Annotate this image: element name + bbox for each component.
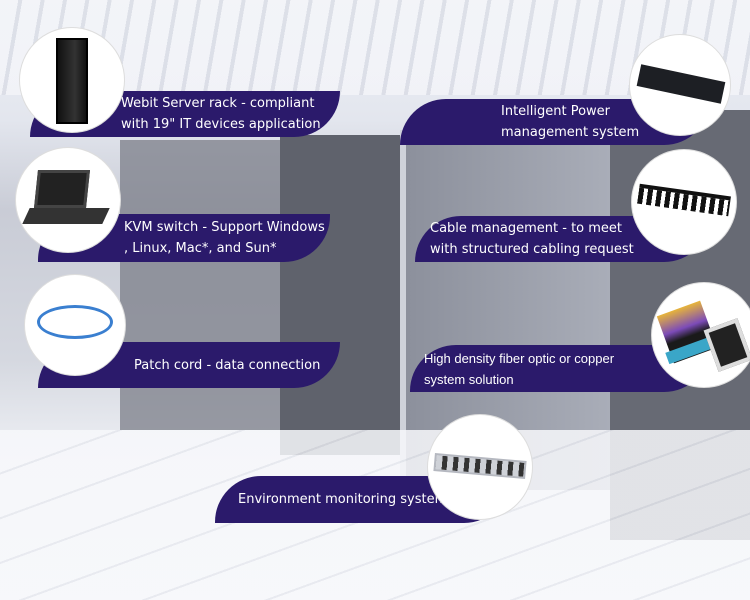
label-line: Environment monitoring system: [238, 492, 448, 507]
label-line: High density fiber optic or copper: [424, 350, 615, 366]
ceiling-tray: [0, 0, 750, 95]
kvm-switch-icon: [16, 148, 120, 252]
cable-manager-icon: [632, 150, 736, 254]
label-line: Patch cord - data connection: [134, 357, 321, 373]
rack-door: [280, 135, 400, 455]
label-line: KVM switch - Support Windows: [124, 220, 325, 235]
server-rack-icon: [20, 28, 124, 132]
label-line: system solution: [424, 371, 514, 387]
label-line: , Linux, Mac*, and Sun*: [124, 241, 277, 256]
power-unit-icon: [630, 35, 730, 135]
monitoring-unit-icon: [428, 415, 532, 519]
label-line: management system: [501, 125, 640, 140]
label-line: Webit Server rack - compliant: [121, 96, 315, 111]
label-line: Cable management - to meet: [430, 221, 623, 236]
label-line: with 19" IT devices application: [121, 117, 321, 132]
fiber-cassette-icon: [652, 283, 750, 387]
label-line: Intelligent Power: [501, 104, 611, 119]
patch-cord-icon: [25, 275, 125, 375]
label-line: with structured cabling request: [430, 242, 634, 257]
